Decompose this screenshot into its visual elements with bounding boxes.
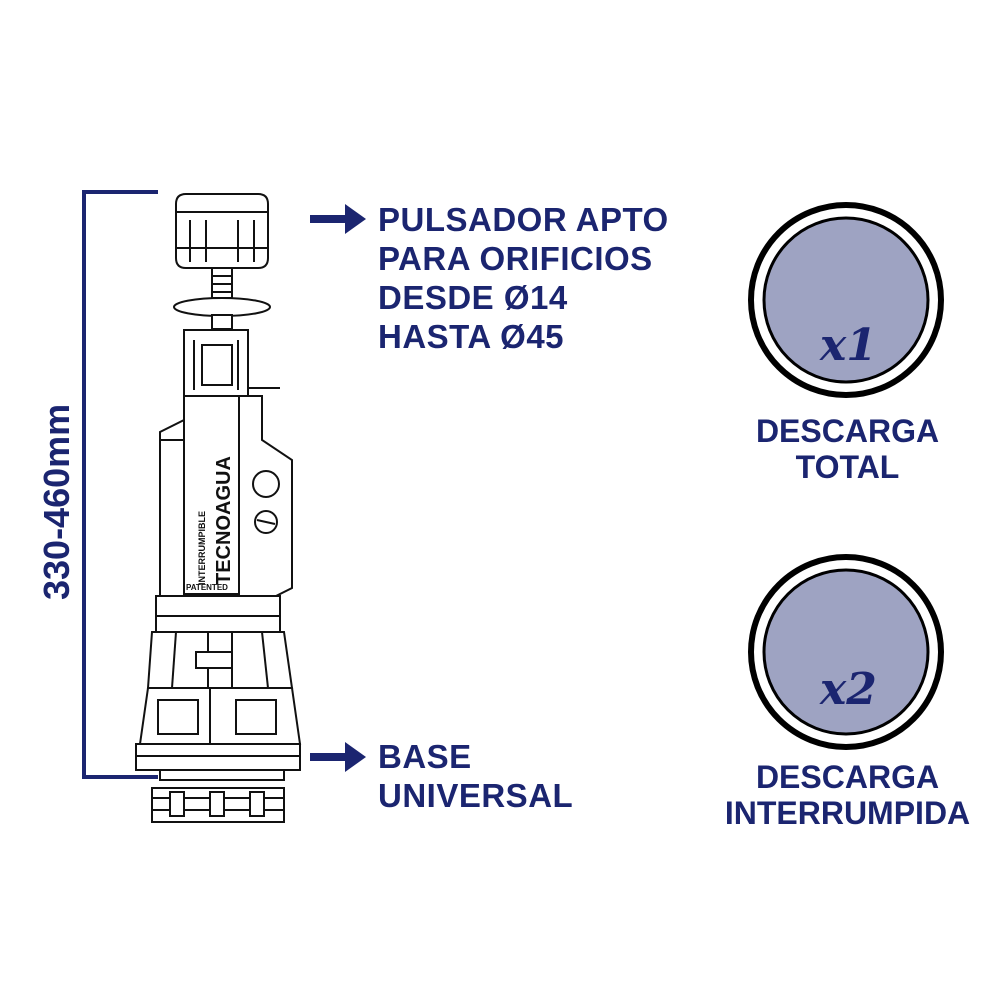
button-total-illustration: [748, 202, 944, 398]
pulsador-line: PARA ORIFICIOS: [378, 240, 653, 277]
body-markings: TECNOAGUA INTERRUMPIBLE PATENTED: [186, 456, 235, 592]
dimension-bracket: [82, 190, 158, 779]
badge-x1: x1: [820, 320, 877, 371]
desc-line: DESCARGA: [755, 759, 940, 795]
pulsador-line: HASTA Ø45: [378, 318, 565, 355]
dimension-label: 330-460mm: [36, 403, 77, 600]
desc-line: INTERRUMPIDA: [724, 795, 971, 831]
line-marking: INTERRUMPIBLE: [197, 511, 207, 585]
flush-valve-illustration: [135, 193, 302, 823]
button-interrupted-illustration: [748, 554, 944, 750]
pulsador-callout: PULSADOR APTO PARA ORIFICIOS DESDE Ø14 H…: [378, 200, 669, 356]
desc-line: DESCARGA: [755, 413, 940, 449]
arrow-base-icon: [310, 742, 366, 772]
badge-x2: x2: [820, 664, 877, 715]
base-line: BASE: [378, 738, 472, 775]
brand-marking: TECNOAGUA: [213, 456, 235, 585]
base-line: UNIVERSAL: [378, 777, 574, 814]
pulsador-line: DESDE Ø14: [378, 279, 568, 316]
descarga-total-label: DESCARGA TOTAL: [720, 413, 975, 485]
arrow-pulsador-icon: [310, 204, 366, 234]
base-callout: BASE UNIVERSAL: [378, 737, 573, 815]
pulsador-line: PULSADOR APTO: [378, 201, 669, 238]
desc-line: TOTAL: [795, 449, 900, 485]
descarga-interrumpida-label: DESCARGA INTERRUMPIDA: [720, 759, 975, 831]
patent-marking: PATENTED: [186, 583, 228, 592]
